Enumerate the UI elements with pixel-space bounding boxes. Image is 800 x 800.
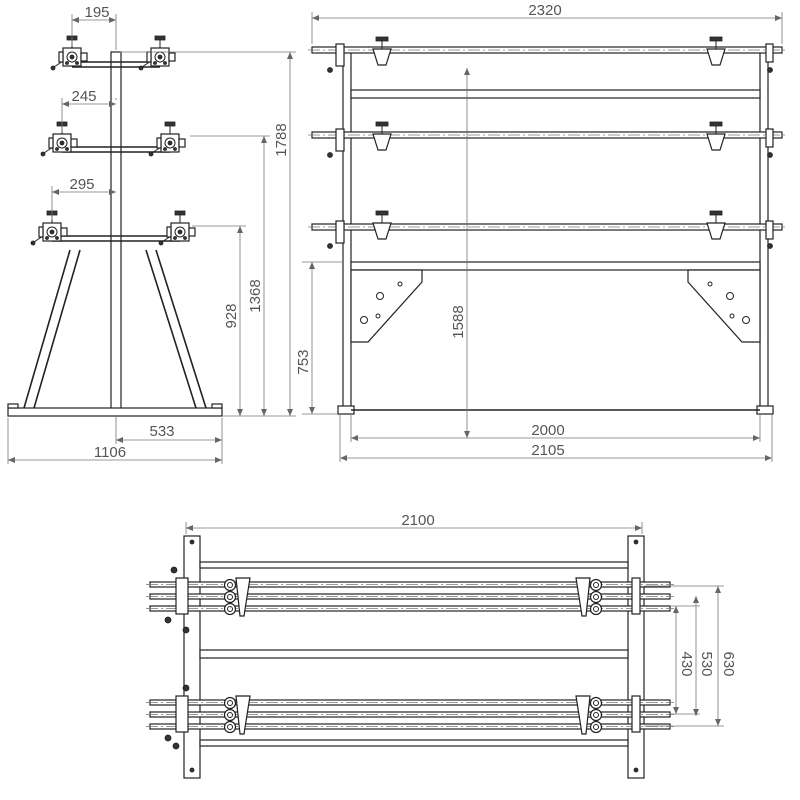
- dim-arm-width-mid: 245: [71, 88, 96, 105]
- top-view: 2100 430 530 630: [146, 512, 737, 779]
- dim-depth-mid: 530: [698, 651, 715, 676]
- front-view: 2320 1588 753 2000 2105: [295, 2, 786, 462]
- dim-outer-width: 2105: [531, 442, 564, 459]
- dim-height-total: 1788: [273, 123, 290, 156]
- dim-top-width: 2100: [401, 512, 434, 529]
- dim-base-half: 533: [149, 423, 174, 440]
- dim-height-low: 928: [223, 303, 240, 328]
- side-view: 195 245 295 1788 1368 928 533 1106: [7, 4, 296, 464]
- dim-arm-width-bottom: 295: [69, 176, 94, 193]
- dim-tier-height: 1588: [450, 305, 467, 338]
- dim-overall-width: 2320: [528, 2, 561, 19]
- dim-inner-width: 2000: [531, 422, 564, 439]
- dim-height-mid: 1368: [247, 279, 264, 312]
- dim-base-full: 1106: [94, 444, 126, 461]
- dim-frame-height: 753: [295, 349, 312, 374]
- dim-depth-large: 630: [720, 651, 737, 676]
- dim-arm-width-top: 195: [84, 4, 109, 21]
- dim-depth-small: 430: [678, 651, 695, 676]
